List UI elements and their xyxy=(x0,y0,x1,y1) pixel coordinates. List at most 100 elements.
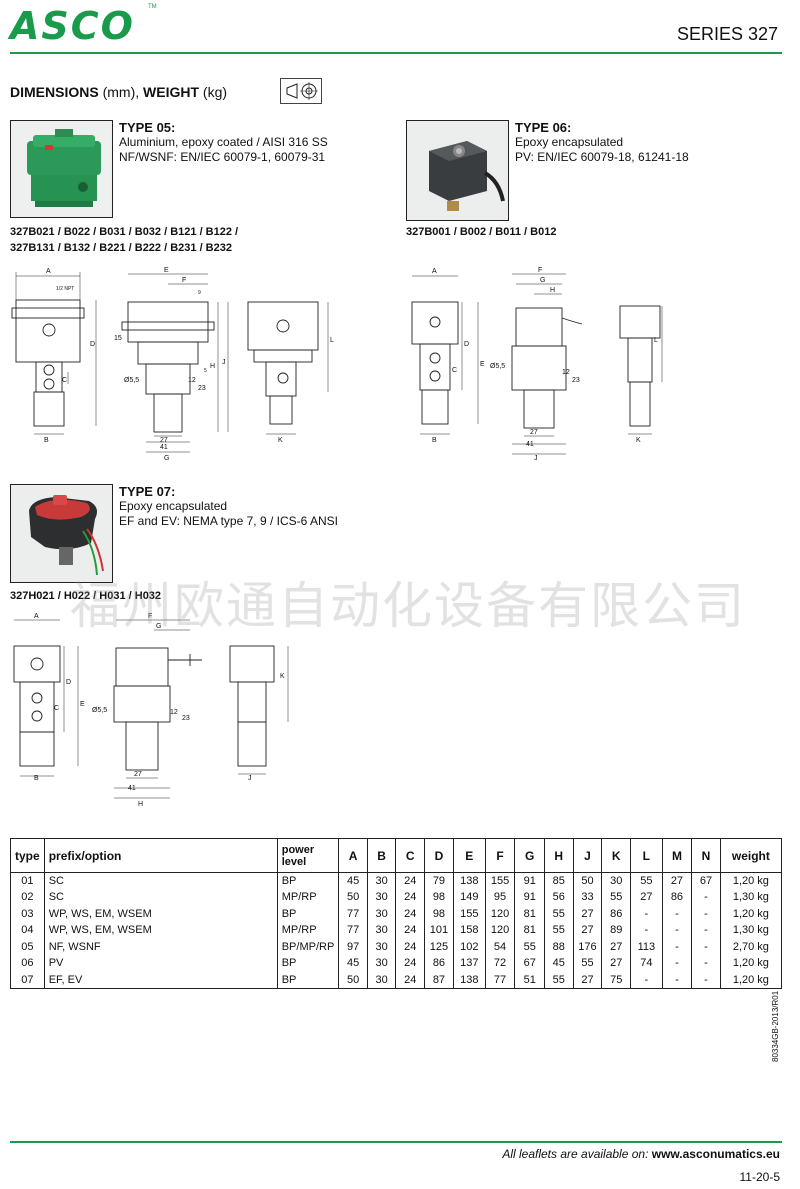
table-cell: 51 xyxy=(514,971,545,989)
svg-text:A: A xyxy=(432,268,437,275)
table-cell: 24 xyxy=(395,889,425,906)
table-cell: 30 xyxy=(366,938,397,955)
table-cell: 137 xyxy=(452,955,486,972)
table-cell: 30 xyxy=(366,955,397,972)
col-j: J xyxy=(572,838,603,873)
col-b: B xyxy=(366,838,397,873)
table-cell: WP, WS, EM, WSEM xyxy=(43,905,278,922)
table-cell: - xyxy=(691,971,721,989)
footer-divider xyxy=(10,1141,782,1143)
header-divider xyxy=(10,52,782,54)
table-cell: 89 xyxy=(601,922,631,939)
table-cell: 50 xyxy=(338,971,368,989)
table-cell: 1,30 kg xyxy=(719,889,783,906)
table-cell: BP xyxy=(276,971,340,989)
col-a: A xyxy=(338,838,368,873)
svg-text:27: 27 xyxy=(134,771,142,778)
table-cell: 30 xyxy=(601,872,631,889)
col-e: E xyxy=(452,838,486,873)
table-cell: 101 xyxy=(423,922,454,939)
svg-text:12: 12 xyxy=(170,709,178,716)
table-cell: 75 xyxy=(601,971,631,989)
col-power-level: power level xyxy=(276,838,340,873)
svg-text:23: 23 xyxy=(198,385,206,392)
table-cell: 77 xyxy=(484,971,516,989)
table-cell: - xyxy=(691,905,721,922)
trademark-mark: TM xyxy=(148,4,157,10)
table-cell: 01 xyxy=(10,872,45,889)
table-cell: NF, WSNF xyxy=(43,938,278,955)
table-cell: 1,20 kg xyxy=(719,955,783,972)
svg-text:D: D xyxy=(464,341,469,348)
document-code: 80334GB-2013/R01 xyxy=(771,990,780,1062)
table-cell: 176 xyxy=(572,938,603,955)
svg-text:L: L xyxy=(654,337,658,344)
type07-dimension-drawing: A D C E B F G Ø5,5 12 23 27 41 H K J xyxy=(8,608,308,808)
col-k: K xyxy=(601,838,631,873)
table-cell: 27 xyxy=(601,938,631,955)
table-cell: 85 xyxy=(543,872,574,889)
table-cell: 67 xyxy=(691,872,721,889)
table-cell: 03 xyxy=(10,905,45,922)
svg-text:E: E xyxy=(480,361,485,368)
svg-text:G: G xyxy=(540,277,545,284)
dimension-table: type prefix/option power level A B C D E… xyxy=(10,838,783,989)
svg-text:41: 41 xyxy=(160,444,168,451)
table-cell: 72 xyxy=(484,955,516,972)
svg-text:D: D xyxy=(66,679,71,686)
series-title: SERIES 327 xyxy=(676,24,778,44)
table-cell: 07 xyxy=(10,971,45,989)
table-cell: 1,20 kg xyxy=(719,971,783,989)
col-l: L xyxy=(630,838,663,873)
table-cell: WP, WS, EM, WSEM xyxy=(43,922,278,939)
svg-text:H: H xyxy=(210,363,215,370)
table-cell: - xyxy=(691,955,721,972)
table-cell: 55 xyxy=(630,872,663,889)
table-cell: 55 xyxy=(601,889,631,906)
svg-text:B: B xyxy=(34,775,39,782)
col-weight: weight xyxy=(719,838,783,873)
svg-text:L: L xyxy=(330,337,334,344)
table-header-row: type prefix/option power level A B C D E… xyxy=(10,838,783,873)
type07-models: 327H021 / H022 / H031 / H032 xyxy=(10,590,162,602)
table-cell: 91 xyxy=(514,889,545,906)
table-cell: MP/RP xyxy=(276,922,340,939)
svg-text:12: 12 xyxy=(562,369,570,376)
table-cell: 55 xyxy=(543,971,574,989)
table-cell: 05 xyxy=(10,938,45,955)
svg-text:J: J xyxy=(248,775,252,782)
watermark: 福州欧通自动化设备有限公司 xyxy=(70,577,746,635)
svg-text:E: E xyxy=(164,267,169,274)
table-cell: 77 xyxy=(338,922,368,939)
svg-text:A: A xyxy=(34,613,39,620)
svg-text:A: A xyxy=(46,268,51,275)
col-m: M xyxy=(661,838,693,873)
table-cell: 1,20 kg xyxy=(719,905,783,922)
table-cell: 81 xyxy=(514,905,545,922)
svg-text:G: G xyxy=(156,623,161,630)
svg-text:F: F xyxy=(148,613,152,620)
table-cell: 77 xyxy=(338,905,368,922)
table-cell: 45 xyxy=(338,955,368,972)
type05-dimension-drawing: A 1/2 NPT D C B E F 9 15 Ø5,5 12 23 5 H … xyxy=(8,262,348,462)
table-cell: 1,30 kg xyxy=(719,922,783,939)
table-cell: 55 xyxy=(543,905,574,922)
col-n: N xyxy=(691,838,721,873)
table-cell: BP xyxy=(276,955,340,972)
table-cell: 27 xyxy=(572,922,603,939)
table-cell: 138 xyxy=(452,872,486,889)
table-cell: 86 xyxy=(601,905,631,922)
table-cell: 27 xyxy=(601,955,631,972)
website-link[interactable]: www.asconumatics.eu xyxy=(651,1147,780,1161)
table-cell: 55 xyxy=(514,938,545,955)
table-cell: 67 xyxy=(514,955,545,972)
col-f: F xyxy=(484,838,516,873)
table-cell: - xyxy=(630,971,663,989)
svg-text:K: K xyxy=(278,437,283,444)
